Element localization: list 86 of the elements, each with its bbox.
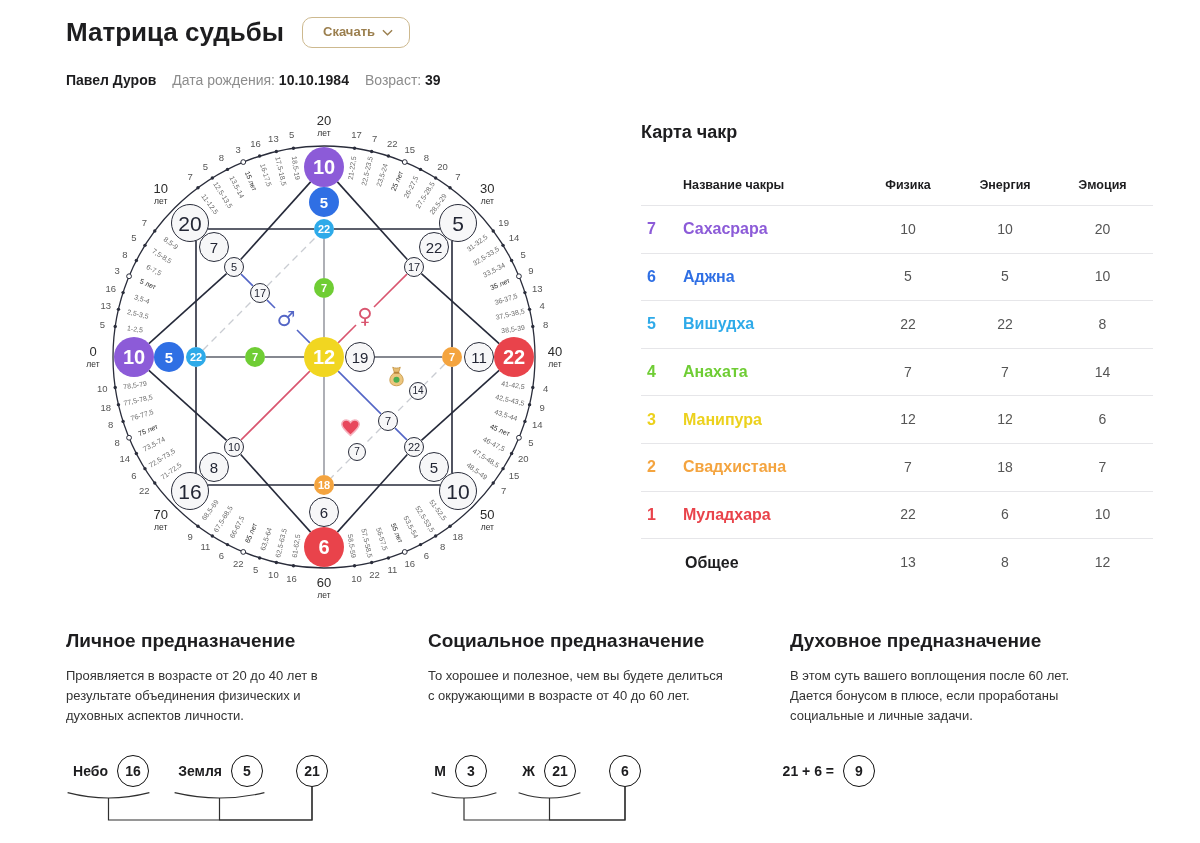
table-value: 6: [1001, 505, 1009, 525]
section-heading: Социальное предназначение: [428, 629, 705, 653]
table-value: 7: [1001, 362, 1009, 382]
ring-number: 13: [268, 134, 279, 144]
chakra-name: Вишудха: [683, 314, 755, 335]
ring-number: 17: [351, 130, 362, 141]
table-value: 10: [1094, 267, 1111, 287]
section-description: То хорошее и полезное, чем вы будете делиться с окружающими в возрасте от 40 до 60 лет.: [428, 667, 724, 705]
section-description: В этом суть вашего воплощения после 60 лет. Дается бонусом в плюсе, если проработаны социальные и личные задачи.: [790, 667, 1071, 725]
chakra-name: Аджна: [683, 266, 735, 287]
table-value: 8: [1001, 553, 1009, 573]
age-text: Возраст: 39: [364, 71, 441, 89]
connector-line: [218, 786, 313, 821]
table-value: 10: [1094, 505, 1111, 525]
ring-number: 10: [268, 570, 279, 580]
table-value: 5: [904, 267, 912, 287]
table-value: 10: [997, 219, 1013, 239]
age-label: 40 лет: [546, 344, 564, 370]
download-button: Скачать: [302, 16, 410, 48]
ring-number: 4: [539, 301, 545, 312]
table-value: 8: [1098, 315, 1107, 334]
ring-number: 22: [369, 570, 380, 580]
ring-number: 5: [99, 319, 105, 330]
column-header: Эмоция: [1078, 176, 1127, 194]
chakra-name: Муладхара: [683, 504, 771, 525]
chakra-number: 2: [647, 457, 656, 478]
section-heading: Карта чакр: [641, 121, 738, 144]
bracket: [431, 792, 497, 799]
age-label: 60 лет: [315, 575, 333, 601]
chakra-number: 7: [647, 219, 656, 240]
chakra-name: Сахасрара: [683, 219, 768, 240]
column-header: Энергия: [979, 176, 1031, 194]
table-value: 10: [900, 219, 916, 239]
age-label: 20 лет: [315, 113, 333, 139]
chakra-name: Манипура: [683, 409, 762, 430]
ring-number: 8: [543, 319, 549, 330]
table-value: 18: [997, 457, 1013, 477]
table-value: 22: [997, 315, 1013, 334]
formula-label: 21 + 6 =: [782, 762, 834, 780]
section-heading: Духовное предназначение: [790, 629, 1042, 653]
chakra-name: Свадхистана: [683, 457, 787, 478]
table-value: 14: [1094, 362, 1111, 382]
ring-number: 16: [286, 573, 297, 584]
ring-number: 5: [288, 130, 295, 141]
formula-label: Земля: [178, 762, 222, 780]
chakra-number: 3: [647, 409, 656, 430]
section-heading: Личное предназначение: [66, 629, 296, 653]
chakra-number: 4: [647, 362, 656, 383]
column-header: Физика: [885, 176, 931, 194]
ring-number: 10: [351, 573, 362, 584]
table-value: 7: [1098, 457, 1107, 477]
bracket: [67, 792, 150, 799]
birth-date-text: Дата рождения: 10.10.1984: [172, 71, 349, 89]
ring-number: 9: [539, 402, 545, 413]
chakra-number: 6: [647, 266, 656, 287]
chakra-number: 5: [647, 314, 656, 335]
table-value: 20: [1094, 219, 1111, 239]
table-value: 22: [900, 505, 916, 525]
formula-label: М: [434, 762, 446, 780]
table-value: 12: [997, 410, 1013, 430]
table-value: 7: [904, 457, 912, 477]
table-value: 6: [1098, 410, 1107, 430]
table-value: 12: [900, 410, 916, 430]
ring-number: 4: [543, 384, 549, 395]
bracket: [174, 792, 265, 799]
connector-line: [548, 786, 626, 821]
ring-number: 10: [97, 384, 108, 395]
column-header: Название чакры: [683, 176, 785, 194]
page-title: Матрица судьбы: [66, 16, 285, 49]
bracket: [518, 792, 581, 799]
row-label: Общее: [685, 552, 739, 573]
chakra-number: 1: [647, 504, 656, 525]
age-label: 0 лет: [85, 344, 101, 370]
ring-number: 18: [100, 402, 112, 413]
table-value: 5: [1001, 267, 1009, 287]
table-value: 13: [900, 553, 916, 573]
table-value: 12: [1094, 553, 1111, 573]
formula-label: Небо: [73, 762, 108, 780]
ring-number: 7: [371, 134, 378, 144]
table-value: 22: [900, 315, 916, 334]
section-description: Проявляется в возрасте от 20 до 40 лет в результате объединения физических и духовных аспектов личности.: [66, 667, 319, 725]
formula-label: Ж: [522, 762, 535, 780]
ring-number: 13: [100, 301, 112, 312]
table-value: 7: [904, 362, 912, 382]
person-name: Павел Дуров: [66, 71, 157, 89]
chakra-name: Анахата: [683, 362, 748, 383]
